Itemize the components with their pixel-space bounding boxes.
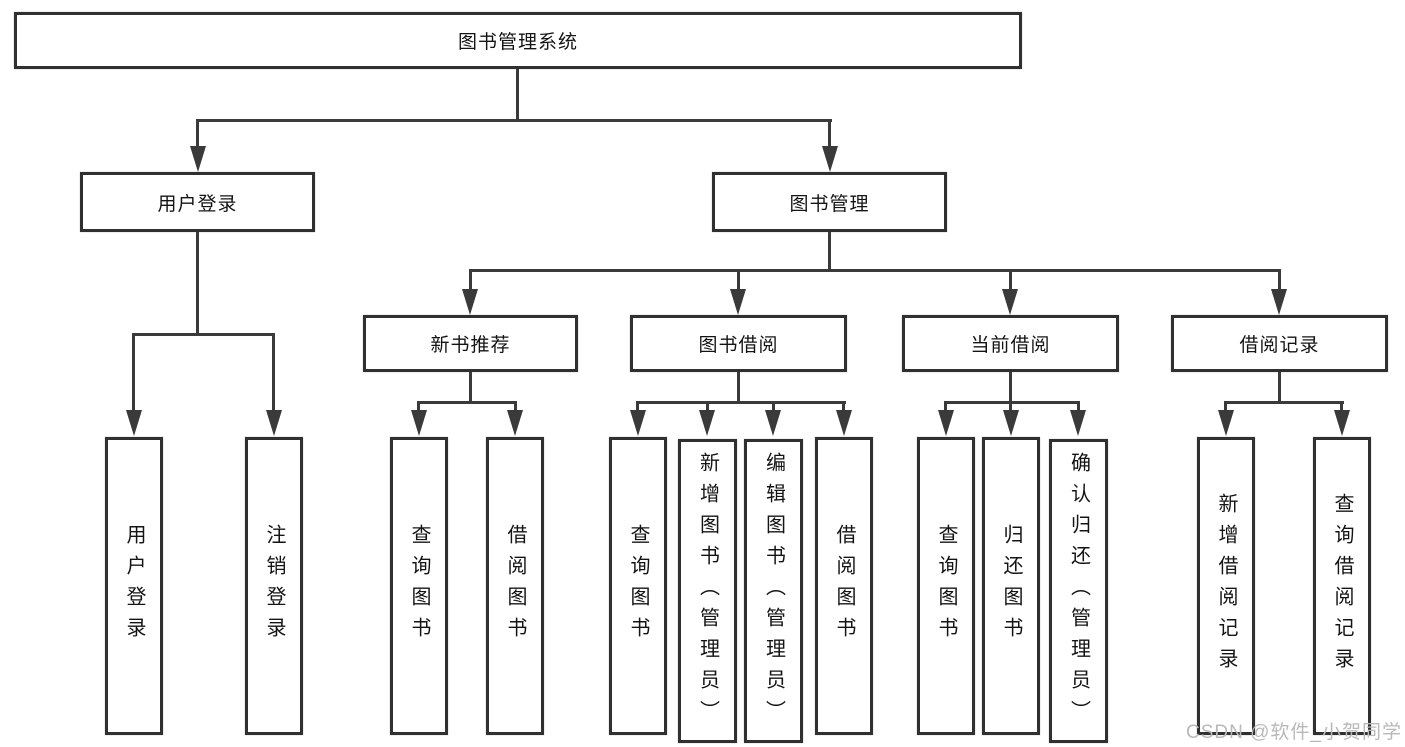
arrowhead-down: [1334, 410, 1350, 436]
connector-drop-book-management: [828, 119, 831, 152]
leaf-edit-book-admin: 编辑图书（管理员）: [744, 439, 803, 743]
leaf-query-books-recommend-label: 查询图书: [408, 524, 430, 648]
arrowhead-down: [507, 410, 523, 436]
connector-drop: [1340, 401, 1343, 415]
connector-drop-leaf-logout: [272, 333, 275, 413]
connector-borrowing-records-stem: [1278, 372, 1281, 404]
node-root: 图书管理系统: [14, 12, 1022, 69]
connector-current-borrowing-rail: [944, 401, 1080, 404]
arrowhead-down: [730, 289, 746, 315]
leaf-return-book: 归还图书: [982, 437, 1040, 735]
connector-book-borrowing-rail: [636, 401, 846, 404]
arrowhead-down: [126, 410, 142, 436]
connector-drop-current-borrowing: [1009, 269, 1012, 297]
connector-drop-leaf-user-login: [132, 333, 135, 413]
leaf-query-borrow-record-label: 查询借阅记录: [1331, 493, 1353, 679]
connector-book-management-stem: [828, 232, 831, 272]
connector-drop: [706, 401, 709, 415]
node-user-login-label: 用户登录: [157, 193, 238, 215]
arrowhead-down: [822, 146, 838, 172]
connector-drop: [842, 401, 845, 415]
connector-root-rail: [196, 119, 832, 122]
node-root-label: 图书管理系统: [457, 32, 578, 53]
connector-drop: [1009, 401, 1012, 415]
leaf-add-borrow-record: 新增借阅记录: [1197, 437, 1255, 735]
connector-drop-borrowing-records: [1278, 269, 1281, 297]
connector-book-management-rail: [469, 269, 1281, 272]
connector-current-borrowing-stem: [1009, 372, 1012, 404]
leaf-borrow-books-recommend-label: 借阅图书: [504, 524, 526, 648]
arrowhead-down: [266, 410, 282, 436]
arrowhead-down: [1218, 410, 1234, 436]
connector-drop: [1077, 401, 1080, 415]
leaf-edit-book-admin-label: 编辑图书（管理员）: [762, 451, 785, 731]
arrowhead-down: [1003, 410, 1019, 436]
leaf-logout-label: 注销登录: [263, 524, 285, 648]
leaf-user-login-label: 用户登录: [123, 524, 145, 648]
node-borrowing-records-label: 借阅记录: [1239, 335, 1320, 356]
connector-drop: [1224, 401, 1227, 415]
leaf-confirm-return-admin: 确认归还（管理员）: [1049, 439, 1108, 743]
leaf-logout: 注销登录: [245, 437, 303, 735]
connector-root-stem: [516, 69, 519, 120]
arrowhead-down: [938, 410, 954, 436]
connector-drop: [944, 401, 947, 415]
node-book-management: 图书管理: [712, 172, 947, 232]
arrowhead-down: [836, 410, 852, 436]
leaf-confirm-return-admin-label: 确认归还（管理员）: [1067, 451, 1090, 731]
node-book-management-label: 图书管理: [789, 193, 870, 215]
connector-drop: [636, 401, 639, 415]
arrowhead-down: [1070, 410, 1086, 436]
connector-borrowing-records-rail: [1224, 401, 1344, 404]
node-new-book-recommend-label: 新书推荐: [430, 335, 511, 356]
node-book-borrowing: 图书借阅: [630, 315, 847, 372]
arrowhead-down: [190, 146, 206, 172]
leaf-add-book-admin-label: 新增图书（管理员）: [696, 451, 719, 731]
arrowhead-down: [699, 410, 715, 436]
node-book-borrowing-label: 图书借阅: [698, 335, 779, 356]
connector-drop-new-book-recommend: [469, 269, 472, 297]
arrowhead-down: [462, 289, 478, 315]
arrowhead-down: [630, 410, 646, 436]
node-current-borrowing: 当前借阅: [902, 315, 1119, 372]
leaf-borrow-books-borrowing: 借阅图书: [815, 437, 873, 735]
connector-drop: [417, 401, 420, 415]
connector-new-book-stem: [469, 372, 472, 404]
leaf-add-book-admin: 新增图书（管理员）: [678, 439, 737, 743]
connector-drop-book-borrowing: [737, 269, 740, 297]
leaf-query-books-current-label: 查询图书: [935, 524, 957, 648]
arrowhead-down: [1002, 289, 1018, 315]
leaf-query-books-recommend: 查询图书: [390, 437, 448, 735]
leaf-add-borrow-record-label: 新增借阅记录: [1215, 493, 1237, 679]
arrowhead-down: [765, 410, 781, 436]
leaf-borrow-books-recommend: 借阅图书: [486, 437, 544, 735]
leaf-query-books-borrowing: 查询图书: [609, 437, 667, 735]
node-borrowing-records: 借阅记录: [1171, 315, 1388, 372]
leaf-query-borrow-record: 查询借阅记录: [1313, 437, 1371, 735]
node-new-book-recommend: 新书推荐: [363, 315, 578, 372]
leaf-query-books-borrowing-label: 查询图书: [627, 524, 649, 648]
leaf-user-login: 用户登录: [105, 437, 163, 735]
leaf-borrow-books-borrowing-label: 借阅图书: [833, 524, 855, 648]
node-user-login: 用户登录: [80, 172, 315, 232]
connector-user-login-stem: [196, 232, 199, 336]
csdn-watermark: CSDN @软件_小贺同学: [1186, 722, 1402, 743]
arrowhead-down: [1271, 289, 1287, 315]
connector-user-login-rail: [132, 333, 275, 336]
arrowhead-down: [411, 410, 427, 436]
connector-drop: [772, 401, 775, 415]
connector-book-borrowing-stem: [737, 372, 740, 404]
leaf-query-books-current: 查询图书: [917, 437, 975, 735]
connector-new-book-rail: [417, 401, 516, 404]
node-current-borrowing-label: 当前借阅: [970, 335, 1051, 356]
connector-drop-user-login: [196, 119, 199, 152]
leaf-return-book-label: 归还图书: [1000, 524, 1022, 648]
connector-drop: [514, 401, 517, 415]
